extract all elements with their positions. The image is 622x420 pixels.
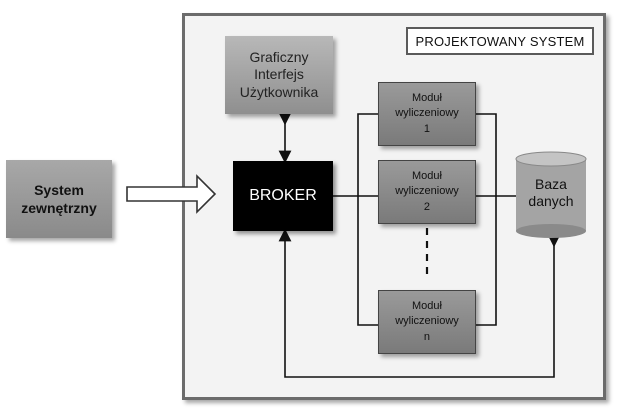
modules-right-bracket	[476, 113, 497, 326]
db-broker-feedback-line	[278, 228, 561, 378]
database-cylinder	[515, 151, 587, 238]
modules-left-bracket	[357, 113, 378, 326]
external-to-broker-arrow	[126, 174, 217, 214]
